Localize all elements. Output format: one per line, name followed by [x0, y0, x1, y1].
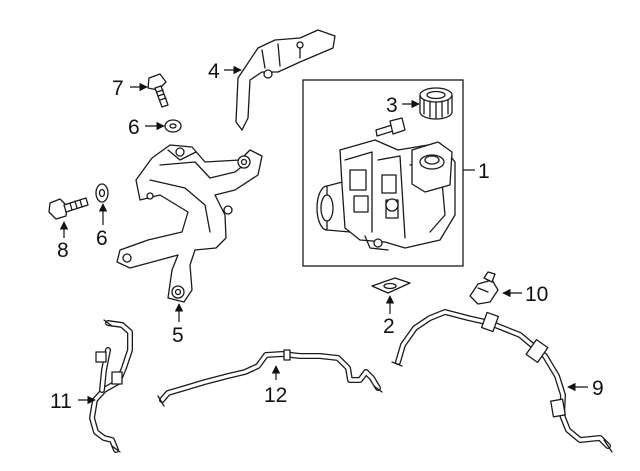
- callout-1: 1: [478, 160, 490, 183]
- washer-6a: [164, 119, 182, 133]
- hose-9: [391, 309, 613, 453]
- reservoir: [411, 141, 453, 193]
- callout-10: 10: [525, 283, 548, 306]
- callout-2: 2: [383, 315, 395, 338]
- reservoir-cap: [419, 87, 453, 120]
- callout-labels: 1 2 3 4 5 6 6 7 8 9 10 11 12: [50, 60, 604, 413]
- line-11: [89, 319, 133, 453]
- callout-6a: 6: [128, 116, 140, 139]
- mounting-bolt-small: [375, 117, 406, 137]
- callout-11: 11: [50, 390, 72, 413]
- bolt-8: [48, 197, 89, 220]
- leader-lines: [59, 65, 588, 405]
- bolt-7: [147, 73, 169, 108]
- callout-4: 4: [208, 60, 220, 83]
- mounting-bracket: [116, 144, 263, 303]
- callout-3: 3: [386, 94, 398, 117]
- grommet: [371, 277, 411, 294]
- callout-9: 9: [592, 377, 604, 400]
- callout-5: 5: [172, 324, 184, 347]
- heat-shield: [235, 29, 336, 131]
- line-12: [157, 349, 383, 407]
- connector-10: [469, 271, 499, 305]
- callout-12: 12: [264, 384, 287, 407]
- callout-6b: 6: [96, 227, 108, 250]
- washer-6b: [95, 183, 109, 203]
- callout-7: 7: [112, 77, 124, 100]
- callout-8: 8: [57, 239, 69, 262]
